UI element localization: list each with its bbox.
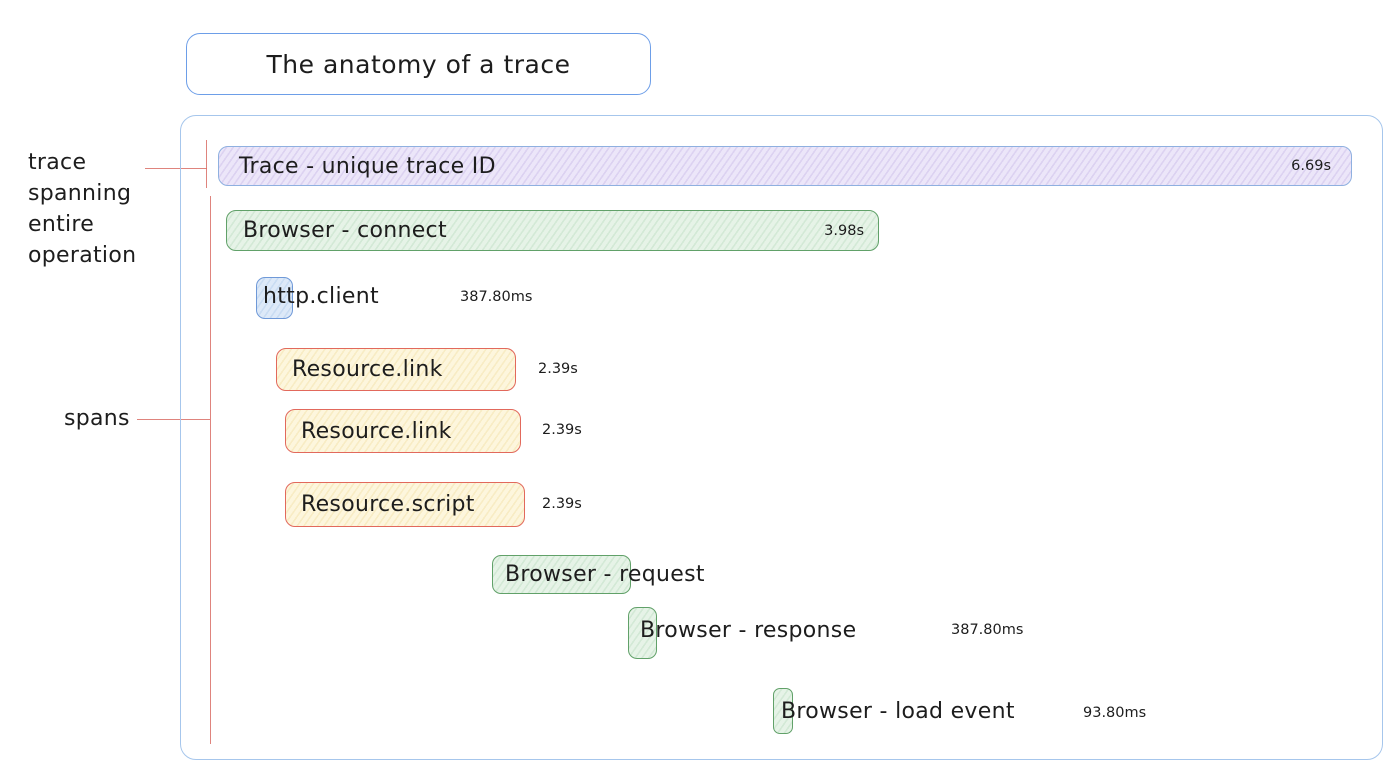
span-label-browser-request: Browser - request <box>505 562 705 587</box>
span-duration-http-client: 387.80ms <box>460 289 533 305</box>
span-label-browser-load-event: Browser - load event <box>781 699 1015 724</box>
span-duration-browser-connect: 3.98s <box>824 222 864 239</box>
span-label-resource-script: Resource.script <box>301 492 475 517</box>
span-label-resource-link-1: Resource.link <box>292 357 443 382</box>
annotation-connector-trace-line <box>145 168 207 169</box>
span-duration-browser-response: 387.80ms <box>951 622 1024 638</box>
span-bar-resource-link-1: Resource.link <box>276 348 516 391</box>
diagram-title-box: The anatomy of a trace <box>186 33 651 95</box>
span-bar-browser-load-event <box>773 688 793 734</box>
span-bar-http-client <box>256 277 293 319</box>
span-bar-browser-connect: Browser - connect 3.98s <box>226 210 879 251</box>
annotation-spans-bracket-line <box>210 196 211 744</box>
span-bar-resource-script: Resource.script <box>285 482 525 527</box>
span-label-browser-connect: Browser - connect <box>243 218 447 243</box>
span-duration-resource-link-1: 2.39s <box>538 361 578 377</box>
span-label-trace: Trace - unique trace ID <box>239 153 496 179</box>
trace-container <box>180 115 1383 760</box>
diagram-title: The anatomy of a trace <box>266 49 571 79</box>
annotation-connector-spans-line <box>137 419 210 420</box>
span-bar-browser-request <box>492 555 631 594</box>
span-duration-resource-script: 2.39s <box>542 496 582 512</box>
span-bar-resource-link-2: Resource.link <box>285 409 521 453</box>
annotation-trace-spanning: trace spanning entire operation <box>28 150 137 268</box>
annotation-connector-trace-tick <box>206 140 207 188</box>
span-label-http-client: http.client <box>263 284 379 309</box>
annotation-spans: spans <box>64 406 130 431</box>
span-duration-resource-link-2: 2.39s <box>542 422 582 438</box>
span-label-resource-link-2: Resource.link <box>301 418 452 444</box>
span-bar-trace: Trace - unique trace ID 6.69s <box>218 146 1352 186</box>
span-duration-browser-load-event: 93.80ms <box>1083 705 1147 721</box>
span-bar-browser-response <box>628 607 657 659</box>
span-duration-trace: 6.69s <box>1291 158 1331 174</box>
span-label-browser-response: Browser - response <box>640 618 857 643</box>
